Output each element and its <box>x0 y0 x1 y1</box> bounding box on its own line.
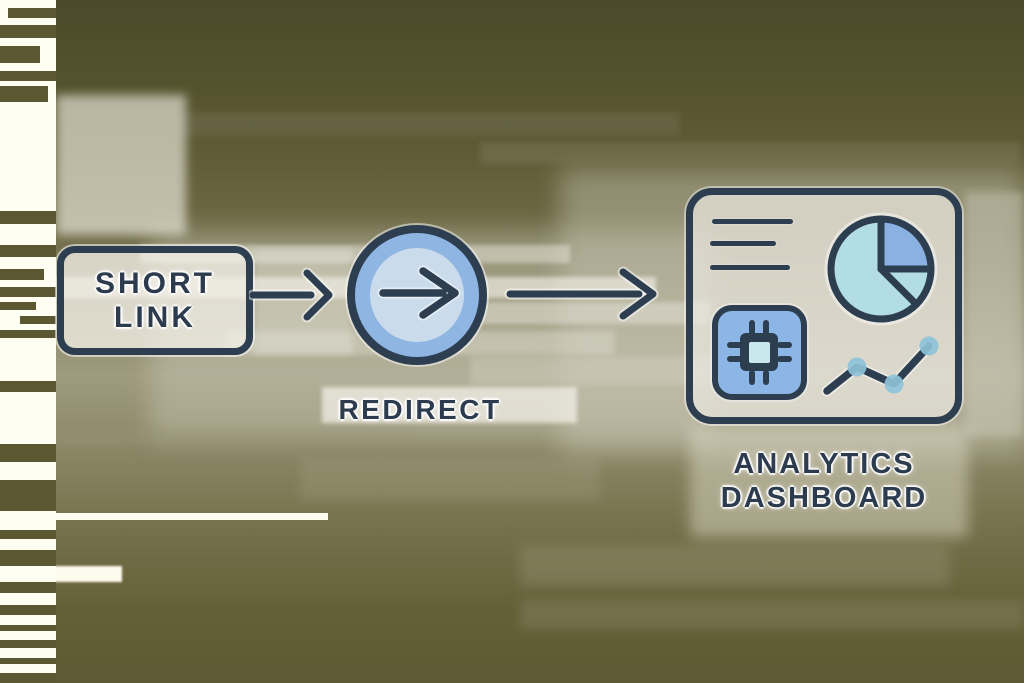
glitch-bar <box>0 245 56 257</box>
glitch-bar <box>0 46 40 63</box>
short-link-node: SHORT LINK <box>57 246 253 355</box>
glitch-bar <box>0 25 56 38</box>
glitch-bar <box>20 316 56 324</box>
bg-streak <box>480 142 1020 164</box>
line-graph-icon <box>821 336 939 397</box>
bg-streak <box>965 192 1024 437</box>
glitch-bar <box>0 211 56 224</box>
glitch-bar <box>0 287 56 297</box>
glitch-bar <box>0 550 56 566</box>
text-lines-icon <box>712 219 793 224</box>
glitch-bar <box>0 86 48 102</box>
analytics-dashboard-label: ANALYTICS DASHBOARD <box>720 448 928 515</box>
bg-streak <box>180 112 680 136</box>
glitch-bar <box>0 444 56 462</box>
flow-arrow-icon <box>249 267 335 323</box>
glitch-bar <box>0 71 56 81</box>
glitch-bar <box>0 658 56 664</box>
glitch-bar <box>0 530 56 539</box>
bg-streak <box>520 545 950 587</box>
bg-streak <box>56 430 416 446</box>
glitch-bar <box>0 269 44 280</box>
text-lines-icon <box>710 241 776 246</box>
bg-streak <box>520 600 1024 630</box>
redirect-node <box>347 225 487 365</box>
glitch-bar <box>0 302 36 310</box>
glitch-bar <box>0 381 56 392</box>
glitch-bar <box>0 640 56 648</box>
glitch-bar <box>0 582 56 593</box>
glitch-bar <box>0 625 56 631</box>
pie-chart-icon <box>824 212 938 326</box>
short-link-label: SHORT LINK <box>95 266 215 334</box>
text-lines-icon <box>710 265 790 270</box>
bg-streak <box>300 458 600 500</box>
redirect-arrow-icon <box>377 265 461 321</box>
glitch-bar <box>0 605 56 615</box>
bg-streak <box>470 357 720 385</box>
flow-arrow-icon <box>504 266 659 322</box>
glitch-bar <box>8 8 56 18</box>
analytics-dashboard-panel <box>686 188 962 424</box>
glitch-bar <box>0 673 56 683</box>
redirect-label: REDIRECT <box>338 394 502 425</box>
glitch-bar <box>0 330 56 338</box>
bg-streak <box>56 95 186 235</box>
glitch-bar <box>0 480 56 511</box>
glitch-edge-column <box>0 0 56 683</box>
cpu-chip-icon <box>712 305 807 400</box>
